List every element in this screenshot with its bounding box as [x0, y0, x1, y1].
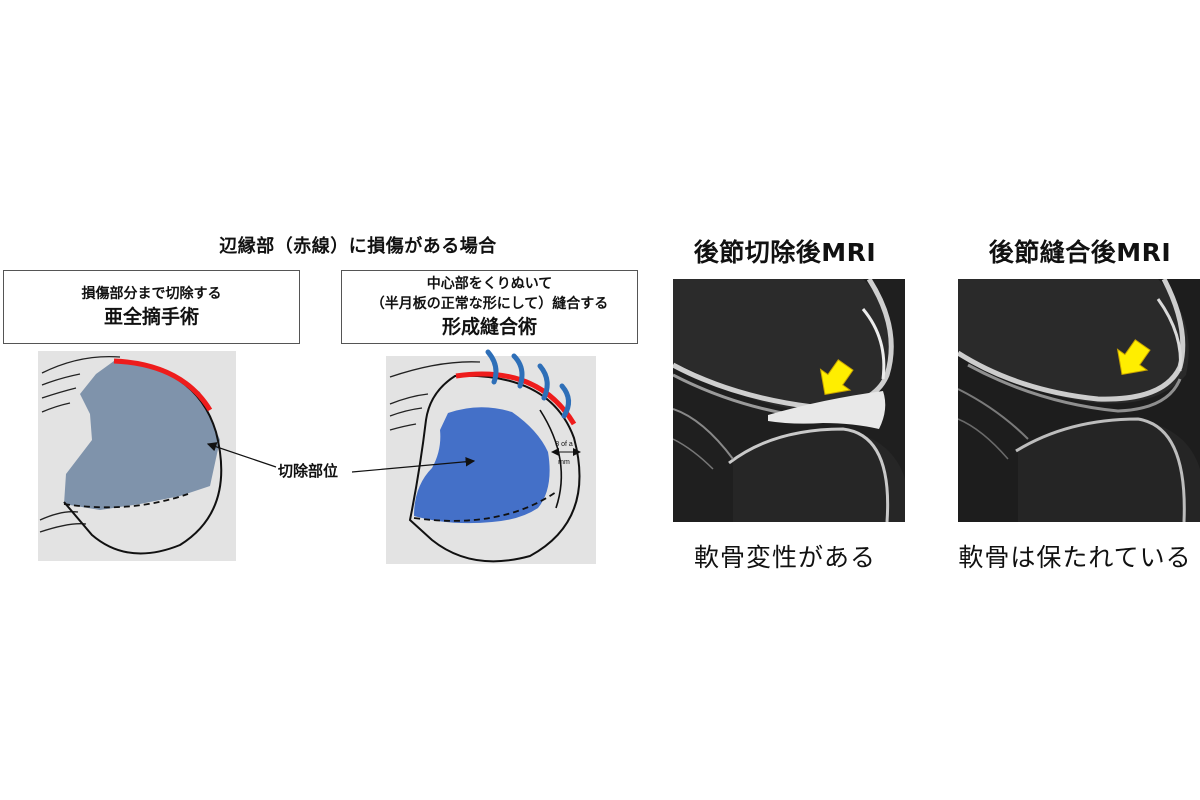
mri-caption-repair: 軟骨は保たれている	[958, 543, 1192, 572]
suture-subtitle-line2: （半月板の正常な形にして）縫合する	[370, 296, 609, 312]
diagram-header: 辺縁部（赤線）に損傷がある場合	[219, 236, 497, 257]
mri-image-resection	[673, 279, 905, 522]
mri-title-repair: 後節縫合後MRI	[988, 238, 1172, 267]
measurement-label-line1: 8 of a	[555, 441, 573, 448]
right-meniscus-outline	[408, 374, 581, 563]
right-resected-area	[414, 407, 550, 524]
suture-mark	[511, 353, 525, 389]
left-anatomy-line	[41, 373, 81, 386]
mri-arrow-indicator	[1116, 339, 1151, 376]
right-anatomy-line	[389, 393, 429, 405]
mri-arrow-indicator	[819, 359, 854, 396]
procedure-box-suture: 中心部をくりぬいて （半月板の正常な形にして）縫合する 形成縫合術	[341, 270, 638, 344]
meniscus-repair-diagram: 8 of a mm	[386, 349, 596, 564]
suture-mark	[485, 349, 499, 385]
callout-arrow-right	[351, 456, 476, 473]
subtotal-meniscectomy-diagram	[38, 351, 236, 561]
procedure-box-resection: 損傷部分まで切除する 亜全摘手術	[3, 270, 300, 344]
right-anatomy-line	[389, 423, 417, 431]
left-anatomy-line	[41, 402, 71, 413]
callout-arrow-left	[206, 442, 277, 468]
right-anatomy-line	[389, 407, 423, 417]
suture-mark	[537, 363, 550, 401]
left-anatomy-line	[41, 387, 77, 399]
measurement-label-line2: mm	[558, 459, 570, 466]
right-anatomy-line	[389, 361, 481, 378]
right-dashed-cut-line	[413, 491, 557, 522]
left-dashed-cut-line	[63, 493, 189, 509]
resected-site-label: 切除部位	[278, 462, 339, 480]
left-resected-area	[64, 361, 220, 510]
left-injury-line	[113, 358, 213, 412]
suture-name: 形成縫合術	[441, 316, 537, 338]
resection-subtitle: 損傷部分まで切除する	[81, 286, 222, 302]
mri-title-resection: 後節切除後MRI	[693, 238, 877, 267]
resection-name: 亜全摘手術	[103, 306, 199, 328]
meniscus-diagrams: 8 of a mm	[38, 349, 596, 564]
mri-image-repair	[958, 279, 1200, 522]
suture-subtitle-line1: 中心部をくりぬいて	[426, 276, 553, 292]
left-anatomy-line	[39, 511, 79, 521]
mri-caption-resection: 軟骨変性がある	[693, 543, 876, 572]
right-inner-rim	[539, 409, 563, 509]
suture-mark	[559, 383, 571, 419]
left-anatomy-line	[41, 355, 121, 374]
